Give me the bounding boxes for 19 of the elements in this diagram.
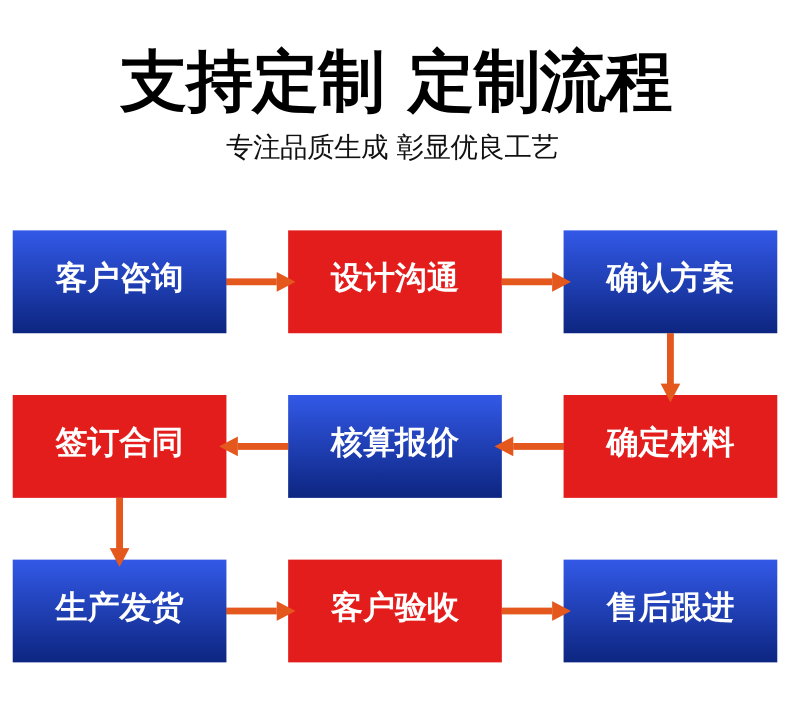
arrow <box>219 436 288 456</box>
node-box: 客户咨询 <box>12 230 226 333</box>
arrow <box>502 600 571 620</box>
node-box: 设计沟通 <box>288 230 502 333</box>
node-box: 确认方案 <box>564 230 778 333</box>
node-box: 确定材料 <box>564 394 778 498</box>
arrow <box>502 271 571 292</box>
node-box: 客户验收 <box>288 559 502 662</box>
label: 专注品质生成 彰显优良工艺 <box>226 132 559 163</box>
node-box: 生产发货 <box>12 559 226 662</box>
node-box: 售后跟进 <box>564 559 778 662</box>
arrow <box>226 600 296 620</box>
arrow <box>494 436 564 456</box>
arrow <box>110 497 130 566</box>
node-box: 核算报价 <box>288 394 502 498</box>
diagram-title: 支持定制 定制流程 <box>120 42 672 120</box>
arrow <box>660 332 680 402</box>
arrow <box>226 271 296 292</box>
node-box: 签订合同 <box>12 394 226 498</box>
